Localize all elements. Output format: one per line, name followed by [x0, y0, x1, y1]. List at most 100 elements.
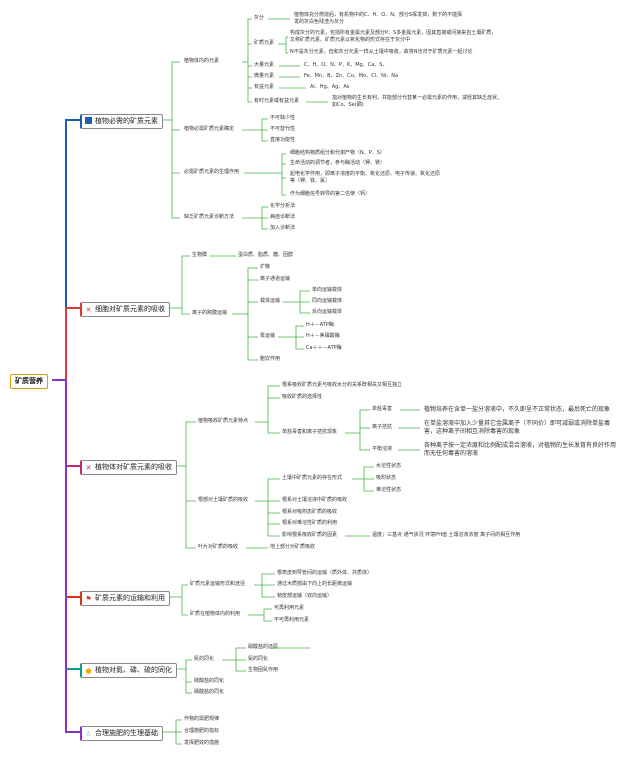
method-chemical-analysis[interactable]: 化学分析法 [270, 203, 296, 209]
nitrate-reduction[interactable]: 硝酸盐的还原 [248, 644, 279, 650]
balanced-solution-description: 各种离子按一定浓度和比例配成混合溶液，对植物的生长发育有良好作用而无任何毒害的溶… [424, 442, 617, 457]
topic-essential-criteria[interactable]: 植物必需矿质元素确定 [184, 126, 235, 132]
nitrogen-note: N不是灰分元素，但和灰分元素一样从土壤中吸收，故将N也归于矿质元素一起讨论 [290, 49, 473, 55]
macro-elements-list: C、H、O、N、P、K、Mg、Ca、S、 [304, 62, 388, 68]
transport-pump[interactable]: 泵运输 [260, 333, 276, 339]
book-icon [85, 117, 92, 124]
balanced-solution[interactable]: 平衡溶液 [372, 446, 393, 452]
role-structure[interactable]: 细胞结构物质组分和代谢产物（N、P、S） [290, 150, 385, 156]
sometimes-beneficial-description: 指对植物的生长有利，并能部分代替某一必需元素的作用，减轻其缺乏症状，如Co、Se… [332, 95, 503, 108]
fertilizer-efficiency-measures[interactable]: 发挥肥效的措施 [184, 740, 220, 746]
biological-nitrogen-fixation[interactable]: 生物固氮作用 [248, 667, 279, 673]
soil-mineral-forms[interactable]: 土壤中矿质元素的存在形式 [282, 475, 343, 481]
biomembrane-components: 蛋白质、脂质、糖、固醇 [238, 252, 294, 258]
molecule-icon: ✕ [85, 464, 92, 472]
topic-sulfate-assimilation[interactable]: 硫酸盐的同化 [194, 678, 225, 684]
branch-label: 植物对氮、磷、硫的同化 [95, 666, 172, 674]
topic-leaf-absorption[interactable]: 叶片对矿质的吸收 [198, 544, 239, 550]
transport-root-to-xylem[interactable]: 根表皮到导管间的运输（质外体、共质体） [277, 570, 373, 576]
branch-label: 植物必需的矿质元素 [95, 117, 158, 125]
topic-nitrogen-assimilation[interactable]: 氮的同化 [194, 656, 215, 662]
feature-relative-independence[interactable]: 根系吸收矿质元素与吸收水分的关系既相关又相互独立 [282, 382, 403, 388]
topic-mineral-utilization[interactable]: 矿质在植物体内的利用 [190, 611, 241, 617]
molecule-icon: ✕ [85, 306, 92, 314]
branch-label: 矿质元素的运输和利用 [95, 594, 165, 602]
transport-ion-channel[interactable]: 离子通道运输 [260, 276, 291, 282]
topic-transport-forms[interactable]: 矿质元素运输形式和途径 [190, 581, 246, 587]
root-insoluble-utilization[interactable]: 根系对难溶性矿质的利用 [282, 520, 338, 526]
topic-absorption-features[interactable]: 植物吸收矿质元素特点 [198, 418, 249, 424]
transport-carrier[interactable]: 载体运输 [260, 298, 281, 304]
single-salt-toxicity-description: 植物培养在含单一盐分溶液中，不久即呈不正常状态，最后死亡的现象 [424, 406, 611, 413]
topic-biomembrane[interactable]: 生物膜 [192, 252, 208, 258]
beneficial-elements-list: Al、Hg、Ag、As [310, 84, 350, 90]
topic-micro-elements[interactable]: 微量元素 [254, 73, 275, 79]
root-node[interactable]: 矿质营养 [10, 374, 48, 389]
topic-beneficial-elements[interactable]: 有益元素 [254, 84, 275, 90]
non-reusable-elements[interactable]: 不可再利用元素 [274, 617, 310, 623]
root-adsorbed-absorption[interactable]: 根系对吸附态矿质的吸收 [282, 509, 338, 515]
bulb-icon: ● [85, 667, 92, 675]
form-adsorbed[interactable]: 吸附状态 [376, 475, 397, 481]
branch-label: 植物体对矿质元素的吸收 [95, 463, 172, 471]
carrier-uniport[interactable]: 单向运输载体 [312, 287, 343, 293]
topic-physiological-roles[interactable]: 必需矿质元素的生理作用 [184, 169, 240, 175]
branch-label: 细胞对矿质元素的吸收 [95, 305, 165, 313]
pump-ca-atpase[interactable]: Ca＋＋－ATP酶 [306, 345, 342, 351]
branch-node-plant-absorption[interactable]: ✕植物体对矿质元素的吸收 [80, 460, 177, 475]
root-absorption-factors[interactable]: 影响根系吸收矿质的因素 [282, 532, 338, 538]
mineral-elements-description: 构成灰分的元素，包括所有金属元素及部分P、S多金属元素，因其直接或间接来自土壤矿… [290, 30, 497, 43]
topic-elements-in-plant[interactable]: 植物体内的元素 [184, 58, 220, 64]
root-soil-solution-absorption[interactable]: 根系对土壤溶液中矿质的吸收 [282, 497, 348, 503]
ammonia-assimilation[interactable]: 氨的同化 [248, 656, 269, 662]
ion-antagonism[interactable]: 离子拮抗 [372, 424, 393, 430]
branch-label: 合理施肥的生理基础 [95, 729, 158, 737]
root-absorption-factors-list: 温度；三基点 通气状况 环境PH值 土壤溶液浓度 离子间的相互作用 [372, 532, 521, 538]
form-insoluble[interactable]: 难溶性状态 [376, 487, 402, 493]
criteria-indispensable[interactable]: 不可缺少性 [270, 115, 296, 121]
ash-description: 植物体充分燃烧后，有机物中的C、H、O、N、部分S挥发掉，剩下的不能挥发的灰白色… [294, 12, 463, 25]
topic-root-absorption[interactable]: 根部对土壤矿质的吸收 [198, 497, 249, 503]
topic-mineral-elements[interactable]: 矿质元素 [254, 40, 275, 46]
criteria-irreplaceable[interactable]: 不可替代性 [270, 126, 296, 132]
topic-sometimes-beneficial[interactable]: 有时元素或有益元素 [254, 98, 300, 104]
method-symptom-diagnosis[interactable]: 病症诊断法 [270, 214, 296, 220]
transport-diffusion[interactable]: 扩散 [260, 264, 271, 270]
form-water-soluble[interactable]: 水溶性状态 [376, 463, 402, 469]
leaf-absorption-description: 地上部分对矿质吸收 [270, 544, 316, 550]
fertilization-indicators[interactable]: 合理施肥的指标 [184, 728, 220, 734]
topic-macro-elements[interactable]: 大量元素 [254, 62, 275, 68]
pump-h-atpase[interactable]: H＋－ATP酶 [306, 322, 334, 328]
method-addition-diagnosis[interactable]: 加入诊断法 [270, 225, 296, 231]
carrier-symport[interactable]: 同向运输载体 [312, 298, 343, 304]
carrier-antiport[interactable]: 反向运输载体 [312, 309, 343, 315]
branch-node-fertilization[interactable]: ☆合理施肥的生理基础 [80, 726, 163, 741]
transport-xylem-upward[interactable]: 通过木质部由下向上的长距离运输 [277, 581, 353, 587]
branch-node-cell-absorption[interactable]: ✕细胞对矿质元素的吸收 [80, 302, 170, 317]
ion-antagonism-description: 在单盐溶液中加入少量其它金属离子（不同价）即可减弱或消除单盐毒害，这种离子间相互… [424, 420, 611, 435]
pump-h-ppase[interactable]: H＋－焦磷酸酶 [306, 333, 340, 339]
feature-toxicity-antagonism[interactable]: 单盐毒害和离子拮抗现象 [282, 429, 338, 435]
role-regulator[interactable]: 生命活动的调节者，参与酶活动（钾、镁） [290, 160, 386, 166]
role-second-messenger[interactable]: 作为细胞信号转导的第二信使（钙） [290, 191, 371, 197]
feature-selectivity[interactable]: 吸收矿质的选择性 [282, 394, 323, 400]
branch-node-assimilation[interactable]: ●植物对氮、磷、硫的同化 [80, 663, 177, 678]
topic-phosphate-assimilation[interactable]: 磷酸盐的同化 [194, 689, 225, 695]
transport-phloem[interactable]: 韧皮部运输（双向运输） [277, 593, 333, 599]
reusable-elements[interactable]: 可再利用元素 [274, 605, 305, 611]
topic-ion-transport[interactable]: 离子的跨膜运输 [192, 310, 228, 316]
branch-node-transport-utilization[interactable]: ⚑矿质元素的运输和利用 [80, 591, 170, 606]
flag-icon: ⚑ [85, 595, 92, 603]
role-electrochemical[interactable]: 起电化学作用，即离子浓度的平衡、氧化还原、电子传递、氧化还原等（钾、铁、氯） [290, 171, 441, 184]
micro-elements-list: Fe、Mn、B、Zn、Cu、Mo、Cl、Ni、Na [304, 73, 399, 79]
topic-diagnosis-methods[interactable]: 缺乏矿质元素诊断方法 [184, 214, 235, 220]
transport-pinocytosis[interactable]: 胞饮作用 [260, 356, 281, 362]
single-salt-toxicity[interactable]: 单盐毒害 [372, 406, 393, 412]
topic-ash[interactable]: 灰分 [254, 15, 265, 21]
fertilizer-demand-pattern[interactable]: 作物的需肥规律 [184, 716, 220, 722]
branch-node-essential-elements[interactable]: 植物必需的矿质元素 [80, 114, 163, 129]
star-icon: ☆ [85, 730, 92, 738]
criteria-direct-function[interactable]: 直接功能性 [270, 137, 296, 143]
